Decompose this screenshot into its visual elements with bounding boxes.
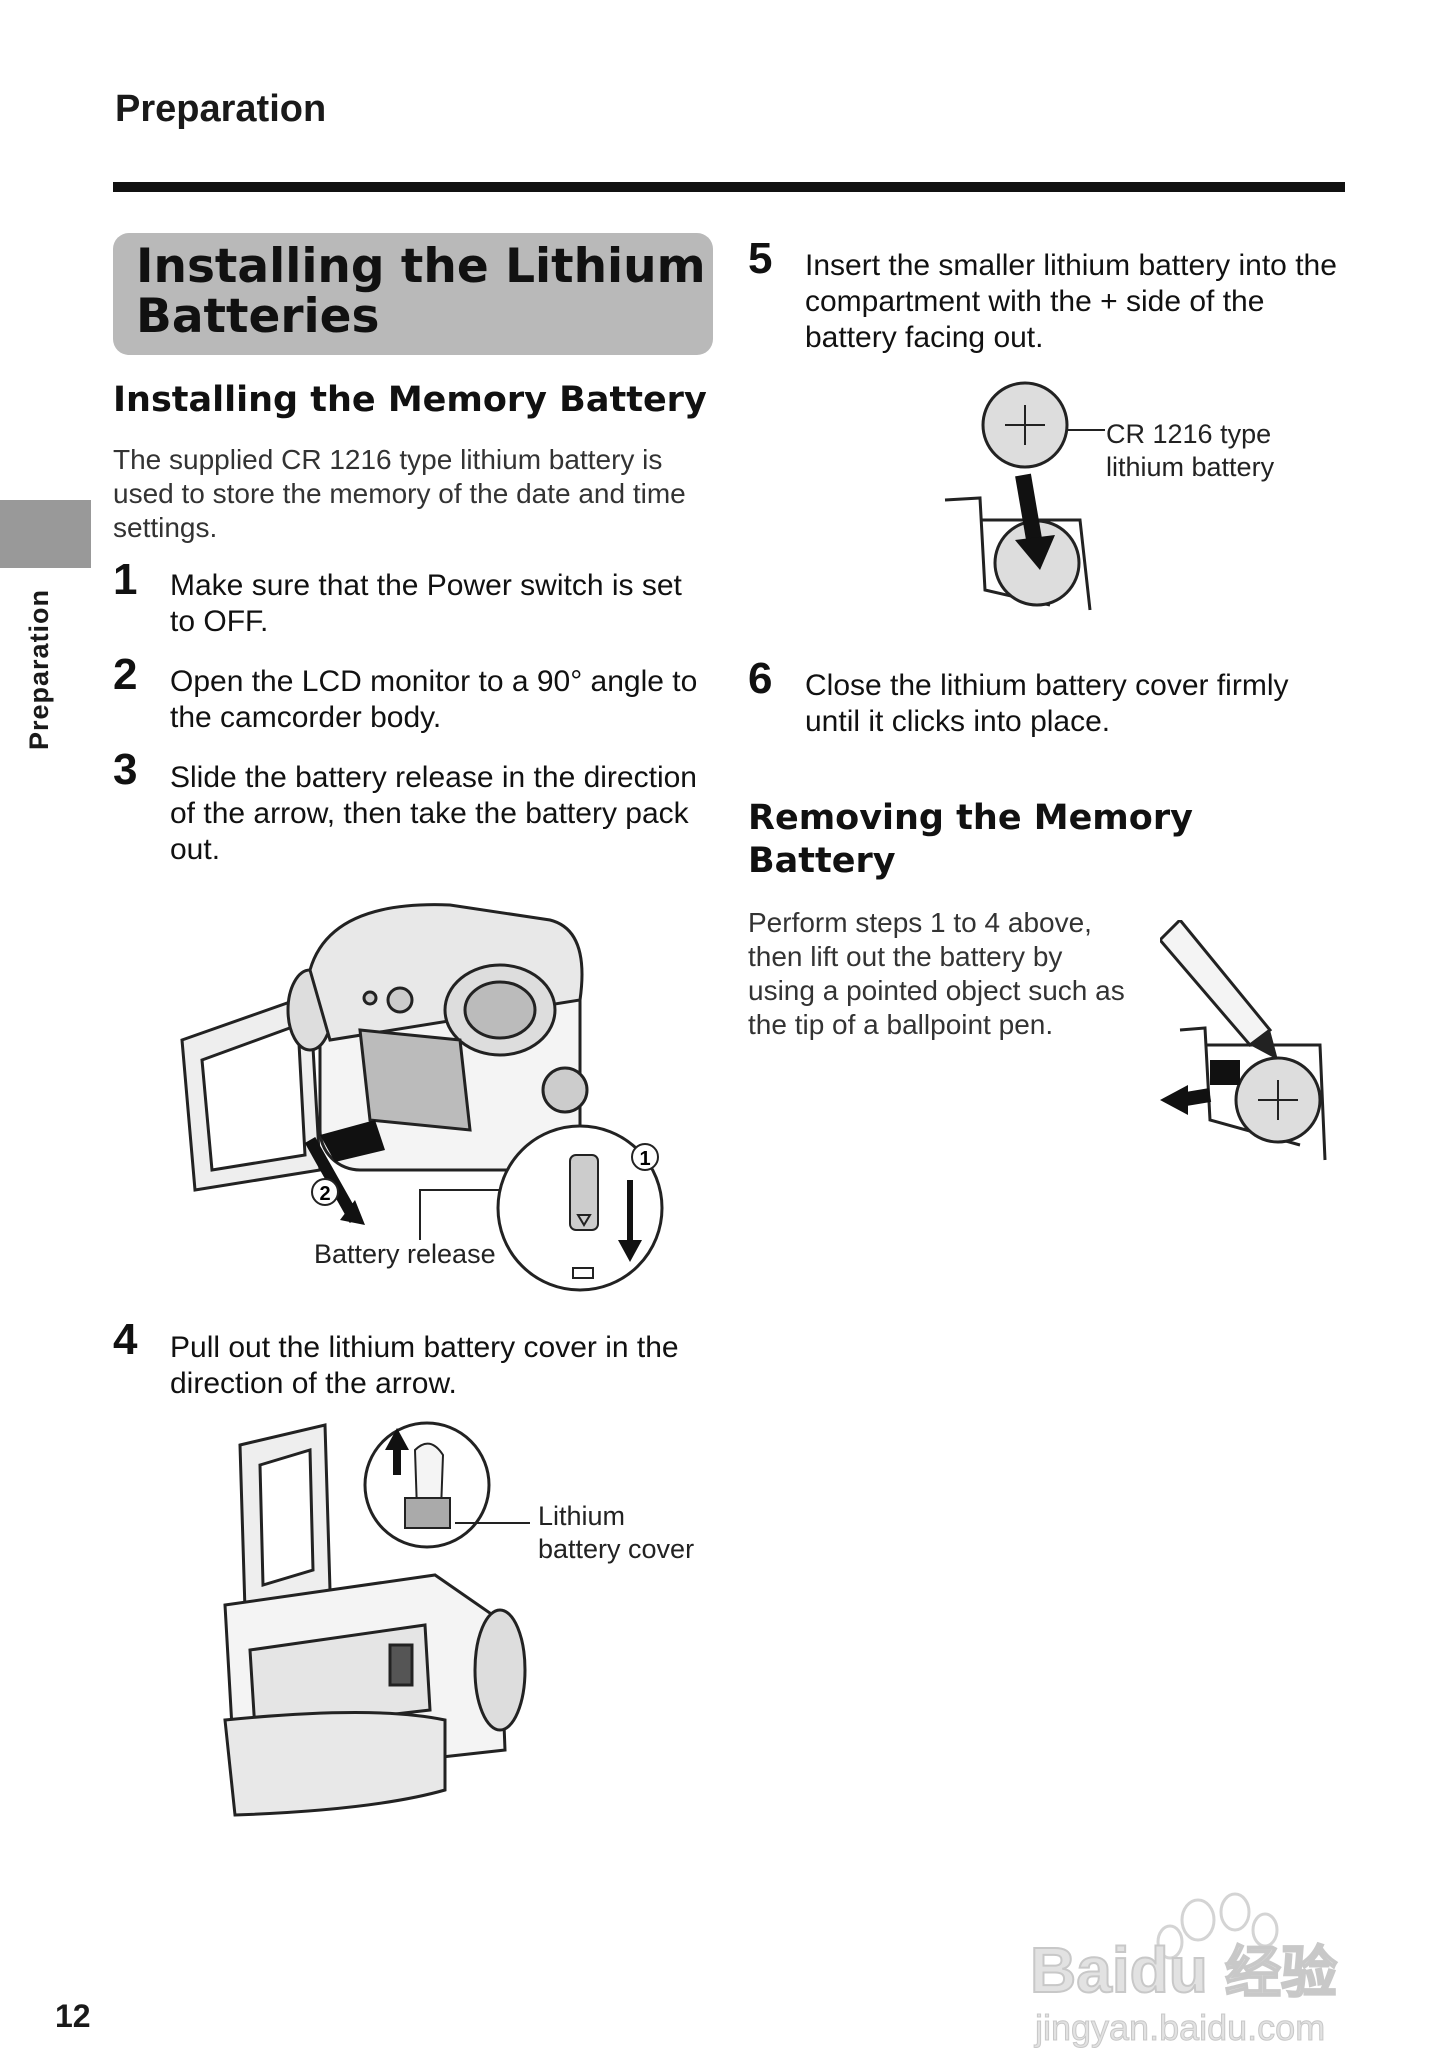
removing-heading-line1: Removing the Memory — [748, 798, 1193, 838]
step-4-text: Pull out the lithium battery cover in th… — [170, 1331, 679, 1400]
lithium-battery-cover-figure — [223, 1421, 530, 1817]
watermark-url: jingyan.baidu.com — [1034, 2007, 1325, 2048]
removing-heading: Removing the Memory Battery — [748, 797, 1193, 883]
page-title: Installing the Lithium Batteries — [136, 239, 706, 344]
removing-text: Perform steps 1 to 4 above, then lift ou… — [748, 907, 1125, 1040]
side-tab-marker — [0, 500, 91, 568]
cr1216-caption-line2: lithium battery — [1106, 452, 1275, 482]
watermark-brand: Baidu — [1030, 1934, 1208, 2006]
step-6-number: 6 — [748, 654, 773, 703]
title-box — [113, 233, 713, 355]
remove-battery-figure — [1160, 920, 1327, 1161]
page-number: 12 — [55, 1998, 91, 2034]
step-4-number: 4 — [113, 1315, 138, 1364]
baidu-watermark: Baidu 经验 jingyan.baidu.com — [1030, 1892, 1338, 2049]
step-1-number: 1 — [113, 555, 138, 604]
battery-release-caption: Battery release — [314, 1239, 496, 1269]
step-3-text: Slide the battery release in the directi… — [170, 761, 697, 866]
step-2-text: Open the LCD monitor to a 90° angle to t… — [170, 665, 698, 734]
insert-battery-figure — [944, 381, 1105, 611]
side-tab-label: Preparation — [24, 588, 54, 750]
step-3-number: 3 — [113, 745, 138, 794]
section-header: Preparation — [115, 88, 327, 130]
removing-heading-line2: Battery — [748, 841, 896, 881]
step-6-text: Close the lithium battery cover firmly u… — [805, 669, 1289, 738]
step-2-number: 2 — [113, 650, 138, 699]
step-5-number: 5 — [748, 234, 773, 283]
memory-battery-intro: The supplied CR 1216 type lithium batter… — [113, 444, 686, 543]
memory-battery-heading: Installing the Memory Battery — [113, 380, 707, 420]
figure-marker-1: 1 — [639, 1148, 650, 1170]
lithium-cover-caption-line2: battery cover — [538, 1534, 695, 1564]
figure-marker-2: 2 — [319, 1183, 330, 1205]
watermark-cn: 经验 — [1225, 1941, 1337, 2004]
step-5-text: Insert the smaller lithium battery into … — [805, 249, 1337, 354]
header-rule — [113, 182, 1345, 192]
cr1216-caption-line1: CR 1216 type — [1106, 419, 1272, 449]
camcorder-battery-release-figure: 1 2 — [180, 903, 664, 1292]
step-1-text: Make sure that the Power switch is set t… — [170, 569, 682, 638]
lithium-cover-caption-line1: Lithium — [538, 1501, 626, 1531]
